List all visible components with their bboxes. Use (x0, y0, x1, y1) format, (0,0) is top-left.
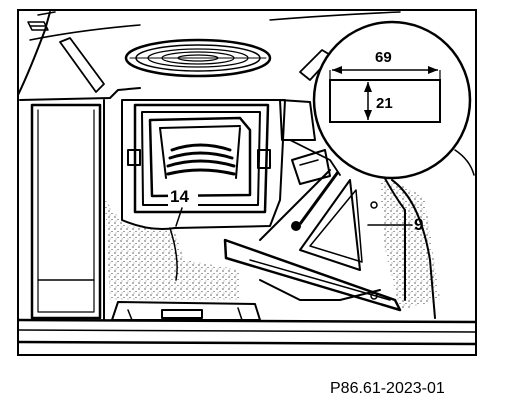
figure-reference-code: P86.61-2023-01 (330, 380, 445, 397)
sunroof-symbol-icon (27, 21, 49, 31)
speaker-grille (124, 38, 272, 78)
dimension-width-label: 69 (375, 49, 392, 66)
console-ribs (166, 143, 236, 176)
roof-console (121, 99, 286, 230)
detail-view (312, 20, 472, 180)
left-pillar (30, 99, 105, 321)
dimension-height-label: 21 (376, 95, 393, 112)
callout-14-leader (175, 207, 183, 227)
headliner-texture (105, 200, 240, 300)
callout-14-label: 14 (170, 187, 189, 206)
lower-trim (18, 301, 476, 346)
callout-9-label: 9 (414, 215, 423, 234)
detail-view-pointer (298, 171, 340, 225)
cutout-rectangle (329, 79, 441, 123)
